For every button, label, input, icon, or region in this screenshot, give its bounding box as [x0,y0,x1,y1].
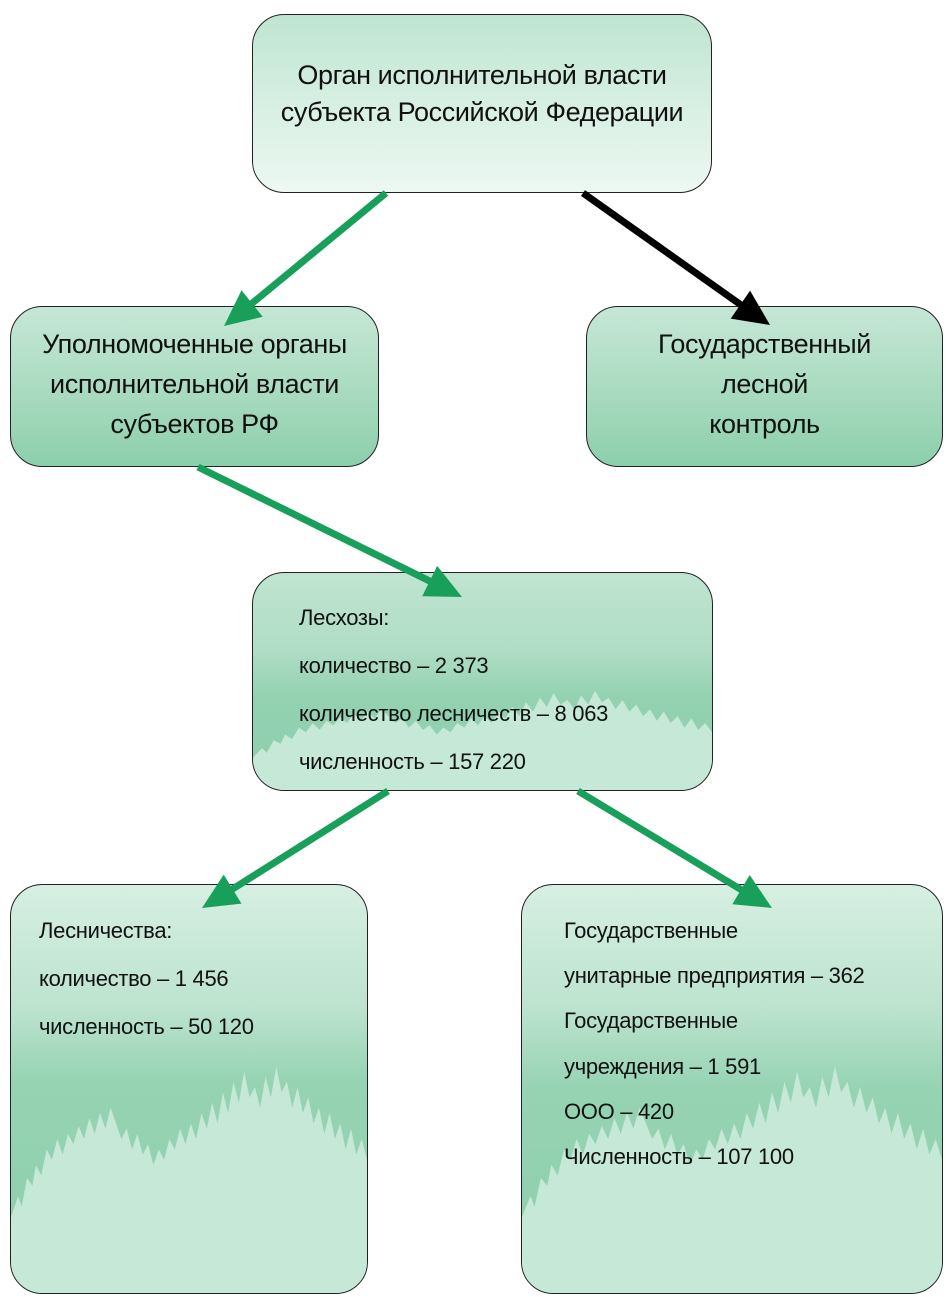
box-text-line: Уполномоченные органы [42,329,347,359]
forest-silhouette [11,1066,367,1293]
box-text-line: Орган исполнительной власти [297,60,667,90]
box-text-line: лесной [721,369,808,399]
box-text: Орган исполнительной власти субъекта Рос… [253,15,711,131]
box-text-line: Государственные [564,918,738,943]
box-text: Лесничества: количество – 1 456 численно… [11,885,367,1051]
box-text-line: учреждения – 1 591 [564,1053,761,1079]
box-regional-executive-body: Орган исполнительной власти субъекта Рос… [252,14,712,193]
box-text: Государственные унитарные предприятия – … [522,885,942,1179]
arrow-shaft [576,788,749,896]
arrow-shaft [196,463,437,587]
box-authorized-bodies: Уполномоченные органы исполнительной вла… [10,306,379,467]
box-text-line: субъектов РФ [110,409,279,439]
box-lesnichestva: Лесничества: количество – 1 456 численно… [10,884,368,1294]
box-text-line: исполнительной власти [50,369,339,399]
box-text-line: численность – 157 220 [299,749,526,774]
box-text-line: Государственный [658,329,871,359]
arrow-shaft [245,190,389,310]
box-text-line: субъекта Российской Федерации [280,97,684,127]
box-text-line: Лесхозы: [299,605,390,630]
box-text-line: количество – 1 456 [39,966,229,991]
box-text-line: численность – 50 120 [39,1014,254,1039]
box-text-line: контроль [709,409,820,439]
box-text-line: количество – 2 373 [299,653,489,678]
box-text-line: ООО – 420 [564,1098,674,1124]
box-leskhozy: Лесхозы: количество – 2 373 количество л… [252,572,713,791]
box-text-line: Численность – 107 100 [564,1144,794,1170]
box-text-line: Государственные [564,1008,738,1034]
box-text-line: Лесничества: [39,918,173,943]
box-text: Лесхозы: количество – 2 373 количество л… [253,573,712,786]
arrow-shaft [580,190,748,311]
box-state-enterprises: Государственные унитарные предприятия – … [521,884,943,1294]
box-forest-control: Государственный лесной контроль [586,306,943,467]
arrow-shaft [225,788,390,896]
box-text-line: унитарные предприятия – 362 [564,963,865,989]
box-text: Государственный лесной контроль [587,307,942,444]
box-text-line: количество лесничеств – 8 063 [299,701,609,726]
box-text: Уполномоченные органы исполнительной вла… [11,307,378,444]
